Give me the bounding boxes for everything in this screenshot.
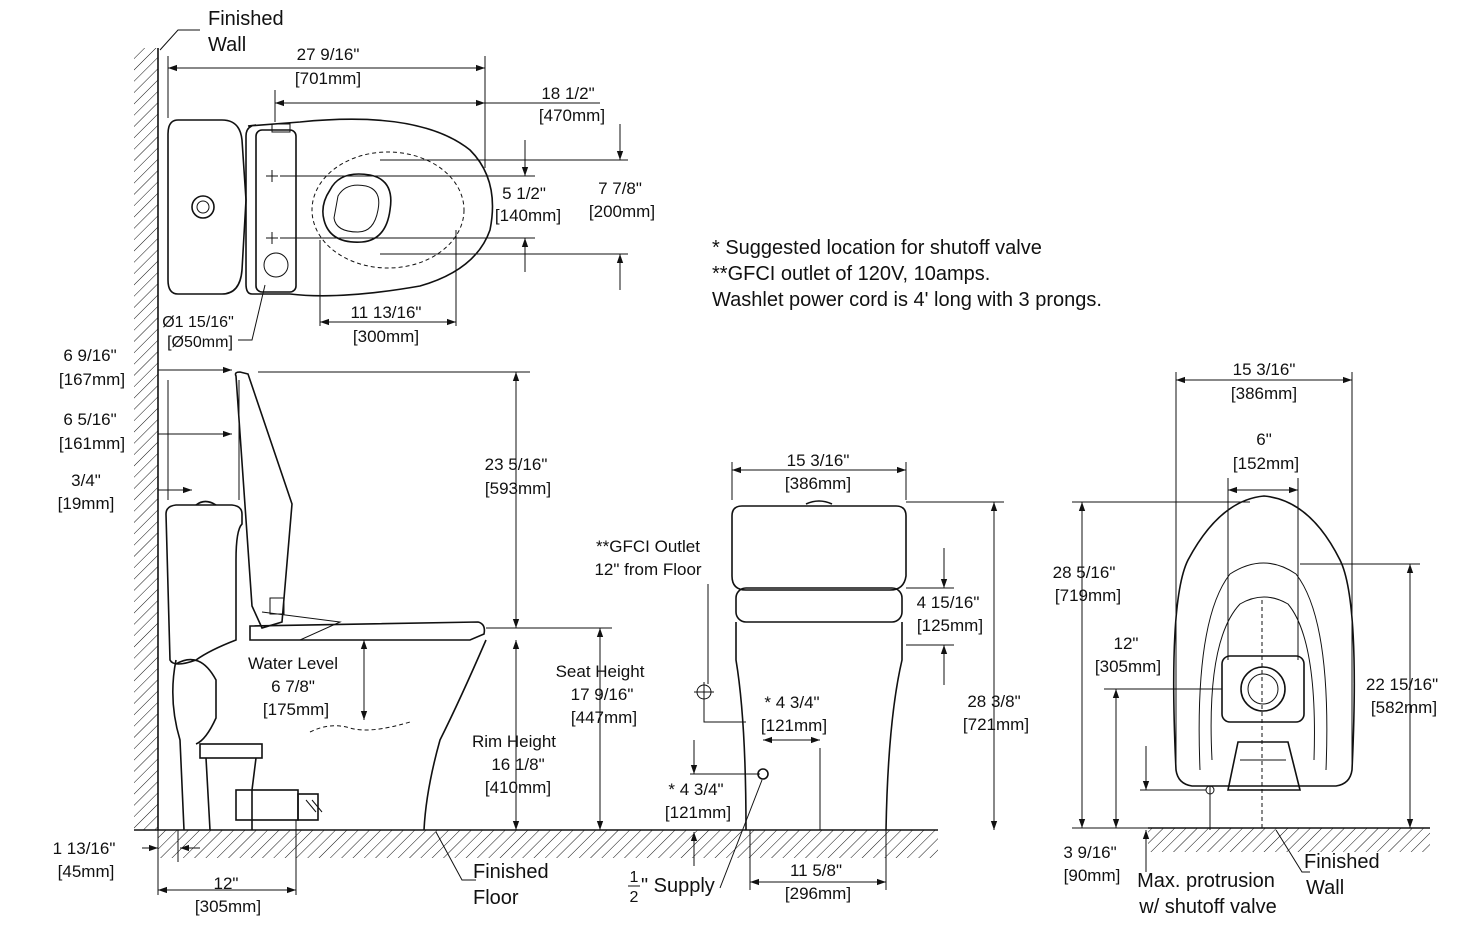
- bolt-spacing-mm: [140mm]: [495, 206, 561, 225]
- overall-height: 28 3/8": [967, 692, 1020, 711]
- side-dim-2: 6 5/16": [63, 410, 116, 429]
- overall-height-mm: [721mm]: [963, 715, 1029, 734]
- front-view-dimensions: [690, 462, 1004, 890]
- protrusion-label-1: Max. protrusion: [1137, 870, 1275, 892]
- rear-width-mm: [386mm]: [1231, 384, 1297, 403]
- rear-inner-width-mm: [152mm]: [1233, 454, 1299, 473]
- overall-length: 27 9/16": [297, 45, 360, 64]
- rim-height: 16 1/8": [491, 755, 544, 774]
- finished-floor-right: [1148, 827, 1430, 852]
- rough-in-mm: [305mm]: [195, 897, 261, 916]
- rim-height-label: Rim Height: [472, 732, 556, 751]
- tank-width: 15 3/16": [787, 451, 850, 470]
- panel-height: 4 15/16": [917, 593, 980, 612]
- side-dim-1-mm: [167mm]: [59, 370, 125, 389]
- water-level-mm: [175mm]: [263, 700, 329, 719]
- rear-tank-height-mm: [582mm]: [1371, 698, 1437, 717]
- panel-height-mm: [125mm]: [917, 616, 983, 635]
- button-diameter: Ø1 15/16": [162, 314, 234, 331]
- water-level-label: Water Level: [248, 654, 338, 673]
- water-level: 6 7/8": [271, 677, 315, 696]
- top-view-toilet: [167, 118, 494, 297]
- supply-denominator: 2: [630, 889, 639, 906]
- base-offset-mm: [45mm]: [58, 862, 115, 881]
- top-view-dimensions: [159, 29, 628, 341]
- rim-height-mm: [410mm]: [485, 778, 551, 797]
- button-diameter-mm: [Ø50mm]: [167, 334, 233, 351]
- finished-floor-label-1: Finished: [473, 861, 549, 883]
- rear-inner-width: 6": [1256, 430, 1272, 449]
- rear-finished-wall-2: Wall: [1306, 877, 1344, 899]
- rear-tank-height: 22 15/16": [1366, 675, 1438, 694]
- valve-height: * 4 3/4": [668, 780, 723, 799]
- note-gfci-outlet: **GFCI outlet of 120V, 10amps.: [712, 263, 990, 285]
- finished-wall-label-2: Wall: [208, 34, 246, 56]
- overall-length-mm: [701mm]: [295, 69, 361, 88]
- side-dim-3-mm: [19mm]: [58, 494, 115, 513]
- rear-height-mm: [719mm]: [1055, 586, 1121, 605]
- rear-view-toilet: [1172, 495, 1356, 830]
- protrusion: 3 9/16": [1063, 843, 1116, 862]
- side-dim-3: 3/4": [71, 471, 101, 490]
- rear-finished-wall-1: Finished: [1304, 851, 1380, 873]
- side-dim-2-mm: [161mm]: [59, 434, 125, 453]
- valve-offset-mm: [121mm]: [761, 716, 827, 735]
- rear-center-height: 12": [1114, 634, 1139, 653]
- gfci-height-label: 12" from Floor: [594, 560, 701, 579]
- bowl-length: 11 13/16": [351, 303, 422, 322]
- protrusion-label-2: w/ shutoff valve: [1138, 896, 1276, 918]
- note-power-cord: Washlet power cord is 4' long with 3 pro…: [712, 289, 1102, 311]
- rear-height: 28 5/16": [1053, 563, 1116, 582]
- seat-width-mm: [200mm]: [589, 202, 655, 221]
- supply-size-label: 1 2 " Supply: [628, 869, 715, 906]
- tank-width-mm: [386mm]: [785, 474, 851, 493]
- gfci-outlet-label: **GFCI Outlet: [596, 537, 700, 556]
- side-view-dimensions: [142, 366, 612, 895]
- note-shutoff-valve: * Suggested location for shutoff valve: [712, 237, 1042, 259]
- finished-floor-left: [134, 829, 938, 858]
- finished-floor-label-2: Floor: [473, 887, 519, 909]
- rear-center-height-mm: [305mm]: [1095, 657, 1161, 676]
- bolt-spacing: 5 1/2": [502, 184, 546, 203]
- protrusion-mm: [90mm]: [1064, 866, 1121, 885]
- base-width: 11 5/8": [790, 861, 842, 880]
- seat-length: 18 1/2": [541, 84, 594, 103]
- valve-offset: * 4 3/4": [764, 693, 819, 712]
- finished-wall-left: [134, 48, 159, 830]
- seat-height: 17 9/16": [571, 685, 634, 704]
- rough-in: 12": [214, 874, 239, 893]
- supply-text: " Supply: [641, 875, 715, 897]
- side-view-toilet: [165, 371, 487, 831]
- lid-height: 23 5/16": [485, 455, 548, 474]
- seat-width: 7 7/8": [598, 179, 642, 198]
- side-dim-1: 6 9/16": [63, 346, 116, 365]
- seat-length-mm: [470mm]: [539, 106, 605, 125]
- seat-height-label: Seat Height: [556, 662, 645, 681]
- lid-height-mm: [593mm]: [485, 479, 551, 498]
- rear-view-dimensions: [1072, 372, 1420, 873]
- supply-numerator: 1: [630, 869, 639, 886]
- base-offset: 1 13/16": [53, 839, 116, 858]
- valve-height-mm: [121mm]: [665, 803, 731, 822]
- base-width-mm: [296mm]: [785, 884, 851, 903]
- bowl-length-mm: [300mm]: [353, 327, 419, 346]
- front-view-toilet: [694, 500, 907, 831]
- finished-wall-label-1: Finished: [208, 8, 284, 30]
- seat-height-mm: [447mm]: [571, 708, 637, 727]
- rear-width: 15 3/16": [1233, 360, 1296, 379]
